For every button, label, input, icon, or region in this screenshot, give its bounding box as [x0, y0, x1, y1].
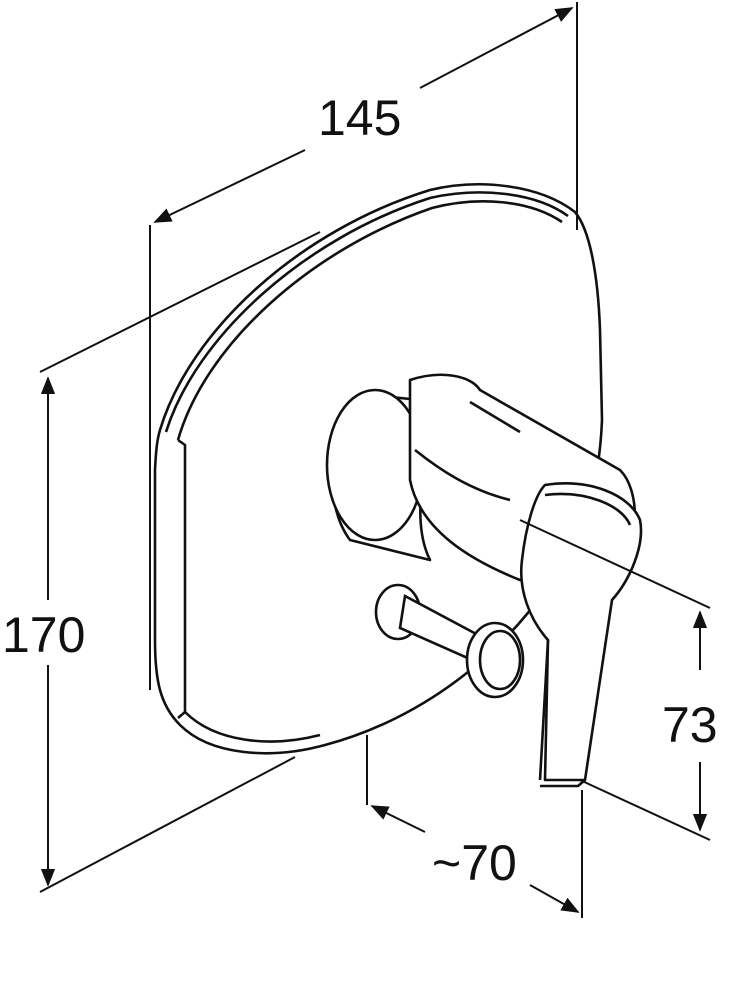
cover-plate-bevel-left: [177, 438, 187, 719]
handle-extension-bottom: [579, 779, 711, 841]
height-extension-bottom: [39, 756, 296, 893]
cover-plate-bevel-bottom: [184, 711, 321, 743]
handle-cylinder-band: [414, 400, 521, 502]
projection-arrow-right: [529, 884, 580, 913]
dimension-width: [149, 2, 578, 690]
diverter-cap-inner: [478, 629, 522, 691]
width-arrow-line-left: [153, 149, 306, 223]
projection-arrow-left: [370, 805, 426, 833]
dimension-width-label: 145: [318, 90, 401, 146]
dimension-height-label: 170: [2, 607, 85, 663]
main-handle: [325, 373, 643, 788]
diverter-knob: [374, 583, 525, 699]
height-extension-top: [39, 231, 321, 373]
dimension-height: [39, 231, 321, 893]
dimension-handle-height: [519, 519, 711, 841]
cover-plate-bevel: [176, 200, 563, 441]
lever-face: [519, 482, 643, 782]
handle-cylinder-rear: [325, 388, 425, 542]
diverter-cap: [465, 621, 525, 699]
dimension-projection-label: ~70: [432, 835, 517, 891]
dimension-projection: [366, 735, 583, 918]
handle-extension-top: [519, 519, 711, 609]
dimension-handle-label: 73: [662, 697, 718, 753]
width-arrow-line-right: [419, 7, 574, 89]
lever-face-inner: [544, 492, 632, 526]
cover-plate-bevel-top2: [164, 191, 569, 433]
